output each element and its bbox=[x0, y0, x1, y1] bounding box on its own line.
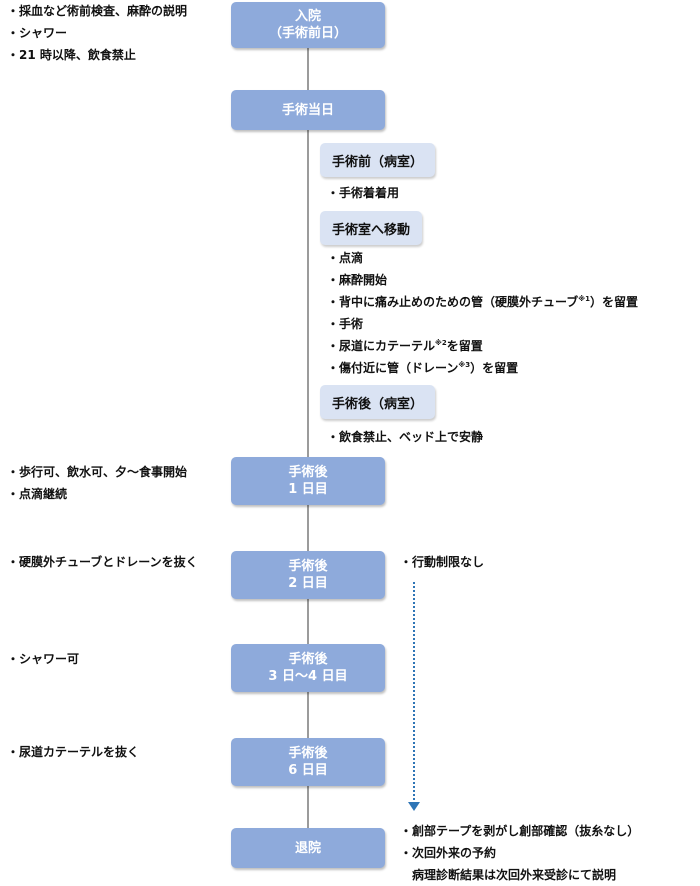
note-text: ・尿道にカテーテル bbox=[327, 339, 436, 353]
note-item: ・創部テープを剥がし創部確認（抜糸なし） bbox=[400, 824, 640, 838]
notes-day1: ・歩行可、飲水可、夕～食事開始 ・点滴継続 bbox=[7, 461, 187, 505]
footnote-mark: ※1 bbox=[578, 295, 590, 303]
stage-post-day6: 手術後 6 日目 bbox=[231, 738, 385, 786]
note-item: ・採血など術前検査、麻酔の説明 bbox=[7, 4, 188, 18]
note-item: ・シャワー可 bbox=[7, 652, 80, 666]
note-item: ・硬膜外チューブとドレーンを抜く bbox=[7, 555, 198, 569]
note-item: ・シャワー bbox=[7, 26, 68, 40]
stage-post-day3-4: 手術後 3 日～4 日目 bbox=[231, 644, 385, 692]
stage-post-day1-title: 手術後 bbox=[288, 465, 328, 480]
note-item: ・行動制限なし bbox=[400, 555, 485, 569]
stage-post-day1: 手術後 1 日目 bbox=[231, 457, 385, 505]
dotted-arrow-line bbox=[413, 582, 415, 804]
stage-surgery-day: 手術当日 bbox=[231, 90, 385, 130]
notes-day2-left: ・硬膜外チューブとドレーンを抜く bbox=[7, 551, 198, 573]
note-item: ・飲食禁止、ベッド上で安静 bbox=[327, 430, 484, 444]
footnote-mark: ※3 bbox=[458, 361, 471, 369]
note-item: ・麻酔開始 bbox=[327, 273, 388, 287]
note-text: ）を留置 bbox=[470, 361, 519, 375]
stage-post-day6-subtitle: 6 日目 bbox=[288, 763, 328, 778]
stage-admission-title: 入院 bbox=[294, 9, 321, 24]
stage-discharge-title: 退院 bbox=[294, 840, 321, 856]
timeline-line bbox=[307, 40, 309, 840]
note-item-drain: ・傷付近に管（ドレーン※3）を留置 bbox=[327, 357, 638, 379]
notes-or: ・点滴 ・麻酔開始 ・背中に痛み止めのための管（硬膜外チューブ※1）を留置 ・手… bbox=[327, 247, 638, 379]
note-item: ・手術着着用 bbox=[327, 186, 400, 200]
notes-discharge: ・創部テープを剥がし創部確認（抜糸なし） ・次回外来の予約 病理診断結果は次回外… bbox=[400, 820, 639, 886]
note-text: ・傷付近に管（ドレーン bbox=[327, 361, 459, 375]
note-text: を留置 bbox=[446, 339, 483, 353]
note-text: ・背中に痛み止めのための管（硬膜外チューブ bbox=[327, 295, 579, 309]
stage-post-day3-4-title: 手術後 bbox=[288, 652, 328, 667]
notes-post-op: ・飲食禁止、ベッド上で安静 bbox=[327, 426, 483, 448]
notes-day3-4: ・シャワー可 bbox=[7, 648, 79, 670]
notes-pre-op: ・手術着着用 bbox=[327, 182, 399, 204]
note-item: ・尿道カテーテルを抜く bbox=[7, 745, 140, 759]
substage-post-op: 手術後（病室） bbox=[320, 385, 436, 419]
note-item-catheter: ・尿道にカテーテル※2を留置 bbox=[327, 335, 638, 357]
stage-post-day6-title: 手術後 bbox=[288, 746, 328, 761]
note-item: ・手術 bbox=[327, 317, 364, 331]
stage-admission: 入院 （手術前日） bbox=[231, 2, 385, 48]
stage-post-day2: 手術後 2 日目 bbox=[231, 551, 385, 599]
note-item: ・点滴継続 bbox=[7, 487, 68, 501]
note-item: ・歩行可、飲水可、夕～食事開始 bbox=[7, 465, 188, 479]
stage-post-day2-subtitle: 2 日目 bbox=[288, 576, 328, 591]
stage-post-day1-subtitle: 1 日目 bbox=[288, 482, 328, 497]
stage-admission-subtitle: （手術前日） bbox=[268, 26, 347, 41]
substage-pre-op: 手術前（病室） bbox=[320, 143, 436, 177]
notes-day6: ・尿道カテーテルを抜く bbox=[7, 741, 139, 763]
footnote-mark: ※2 bbox=[435, 339, 447, 347]
note-text: ）を留置 bbox=[589, 295, 638, 309]
notes-day2-right: ・行動制限なし bbox=[400, 551, 484, 573]
stage-post-day3-4-subtitle: 3 日～4 日目 bbox=[268, 669, 348, 684]
note-item: 病理診断結果は次回外来受診にて説明 bbox=[400, 868, 617, 882]
stage-surgery-day-title: 手術当日 bbox=[281, 102, 334, 118]
substage-to-or: 手術室へ移動 bbox=[320, 211, 423, 245]
note-item-epidural: ・背中に痛み止めのための管（硬膜外チューブ※1）を留置 bbox=[327, 291, 638, 313]
note-item: ・点滴 bbox=[327, 251, 364, 265]
notes-admission: ・採血など術前検査、麻酔の説明 ・シャワー ・21 時以降、飲食禁止 bbox=[7, 0, 187, 66]
arrow-down-icon bbox=[408, 802, 420, 811]
note-item: ・21 時以降、飲食禁止 bbox=[7, 48, 136, 62]
note-item: ・次回外来の予約 bbox=[400, 846, 497, 860]
stage-post-day2-title: 手術後 bbox=[288, 559, 328, 574]
stage-discharge: 退院 bbox=[231, 828, 385, 868]
